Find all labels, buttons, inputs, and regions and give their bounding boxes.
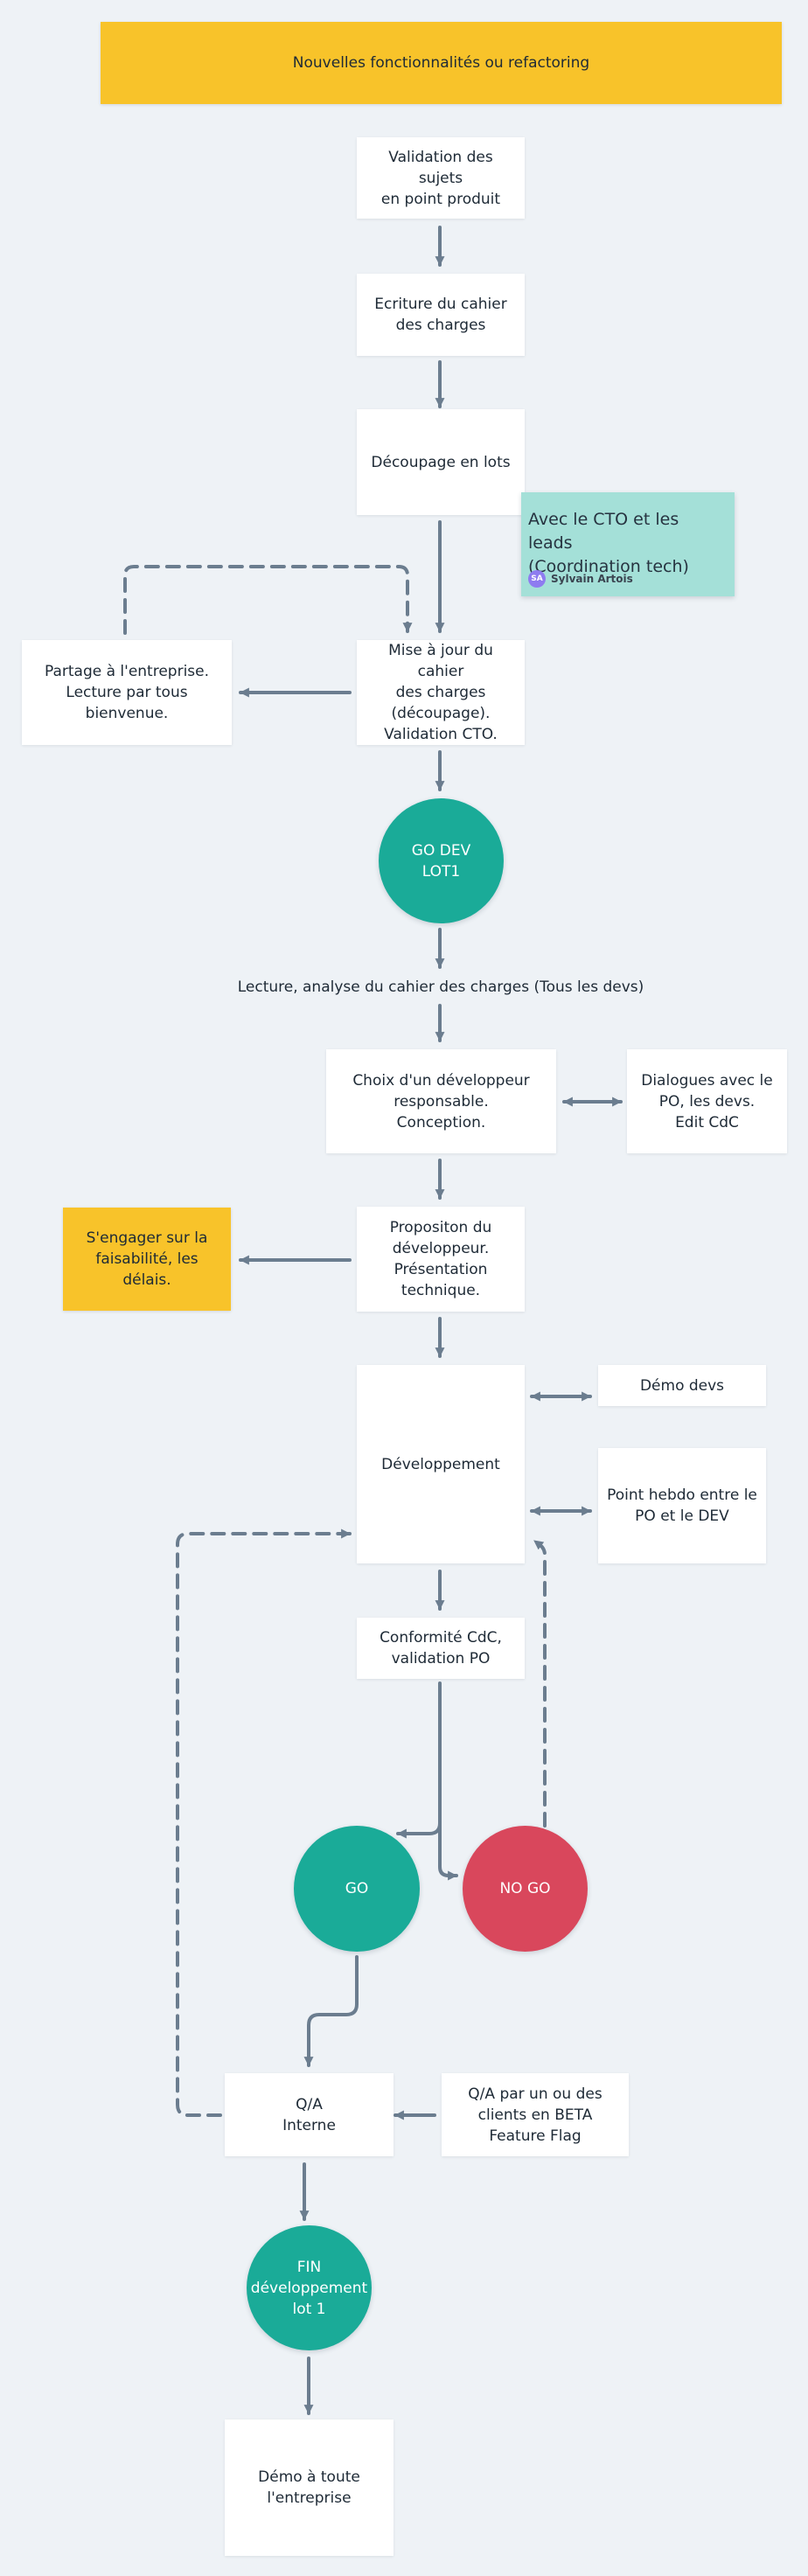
sticky-note[interactable]: Avec le CTO et les leads (Coordination t…	[521, 492, 735, 596]
node-decoupage[interactable]: Découpage en lots	[357, 409, 525, 515]
sticky-note-text: Avec le CTO et les leads (Coordination t…	[528, 510, 689, 576]
node-partage[interactable]: Partage à l'entreprise. Lecture par tous…	[22, 640, 232, 745]
avatar: SA	[528, 570, 546, 588]
node-go[interactable]: GO	[294, 1826, 420, 1952]
node-fin[interactable]: FIN développement lot 1	[247, 2225, 372, 2350]
node-conformite[interactable]: Conformité CdC, validation PO	[357, 1618, 525, 1679]
arrow-conformite-go	[396, 1681, 442, 1839]
node-go-dev[interactable]: GO DEV LOT1	[379, 798, 504, 923]
sticky-note-author: SA Sylvain Artois	[528, 570, 633, 588]
node-proposition[interactable]: Propositon du développeur. Présentation …	[357, 1207, 525, 1312]
dashed-partage-loop	[123, 565, 413, 635]
node-engager[interactable]: S'engager sur la faisabilité, les délais…	[63, 1208, 231, 1311]
node-demo-entreprise[interactable]: Démo à toute l'entreprise	[225, 2419, 394, 2556]
node-no-go[interactable]: NO GO	[463, 1826, 588, 1952]
author-name: Sylvain Artois	[551, 573, 633, 585]
arrow-conformite-nogo	[438, 1821, 458, 1881]
dashed-nogo-developpement	[533, 1539, 547, 1828]
node-ecriture[interactable]: Ecriture du cahier des charges	[357, 274, 525, 356]
arrow-go-qa	[303, 1955, 359, 2067]
node-qa-clients[interactable]: Q/A par un ou des clients en BETA Featur…	[442, 2073, 629, 2156]
node-choix[interactable]: Choix d'un développeur responsable. Conc…	[326, 1049, 556, 1153]
dashed-qa-developpement	[176, 1528, 352, 2117]
node-demo-devs[interactable]: Démo devs	[598, 1365, 766, 1406]
header-banner[interactable]: Nouvelles fonctionnalités ou refactoring	[101, 22, 782, 104]
node-validation[interactable]: Validation des sujets en point produit	[357, 137, 525, 219]
node-developpement[interactable]: Développement	[357, 1365, 525, 1563]
node-lecture[interactable]: Lecture, analyse du cahier des charges (…	[237, 978, 644, 996]
node-dialogues[interactable]: Dialogues avec le PO, les devs. Edit CdC	[627, 1049, 787, 1153]
node-point-hebdo[interactable]: Point hebdo entre le PO et le DEV	[598, 1448, 766, 1563]
node-qa-interne[interactable]: Q/A Interne	[225, 2073, 394, 2156]
node-mise-a-jour[interactable]: Mise à jour du cahier des charges (décou…	[357, 640, 525, 745]
